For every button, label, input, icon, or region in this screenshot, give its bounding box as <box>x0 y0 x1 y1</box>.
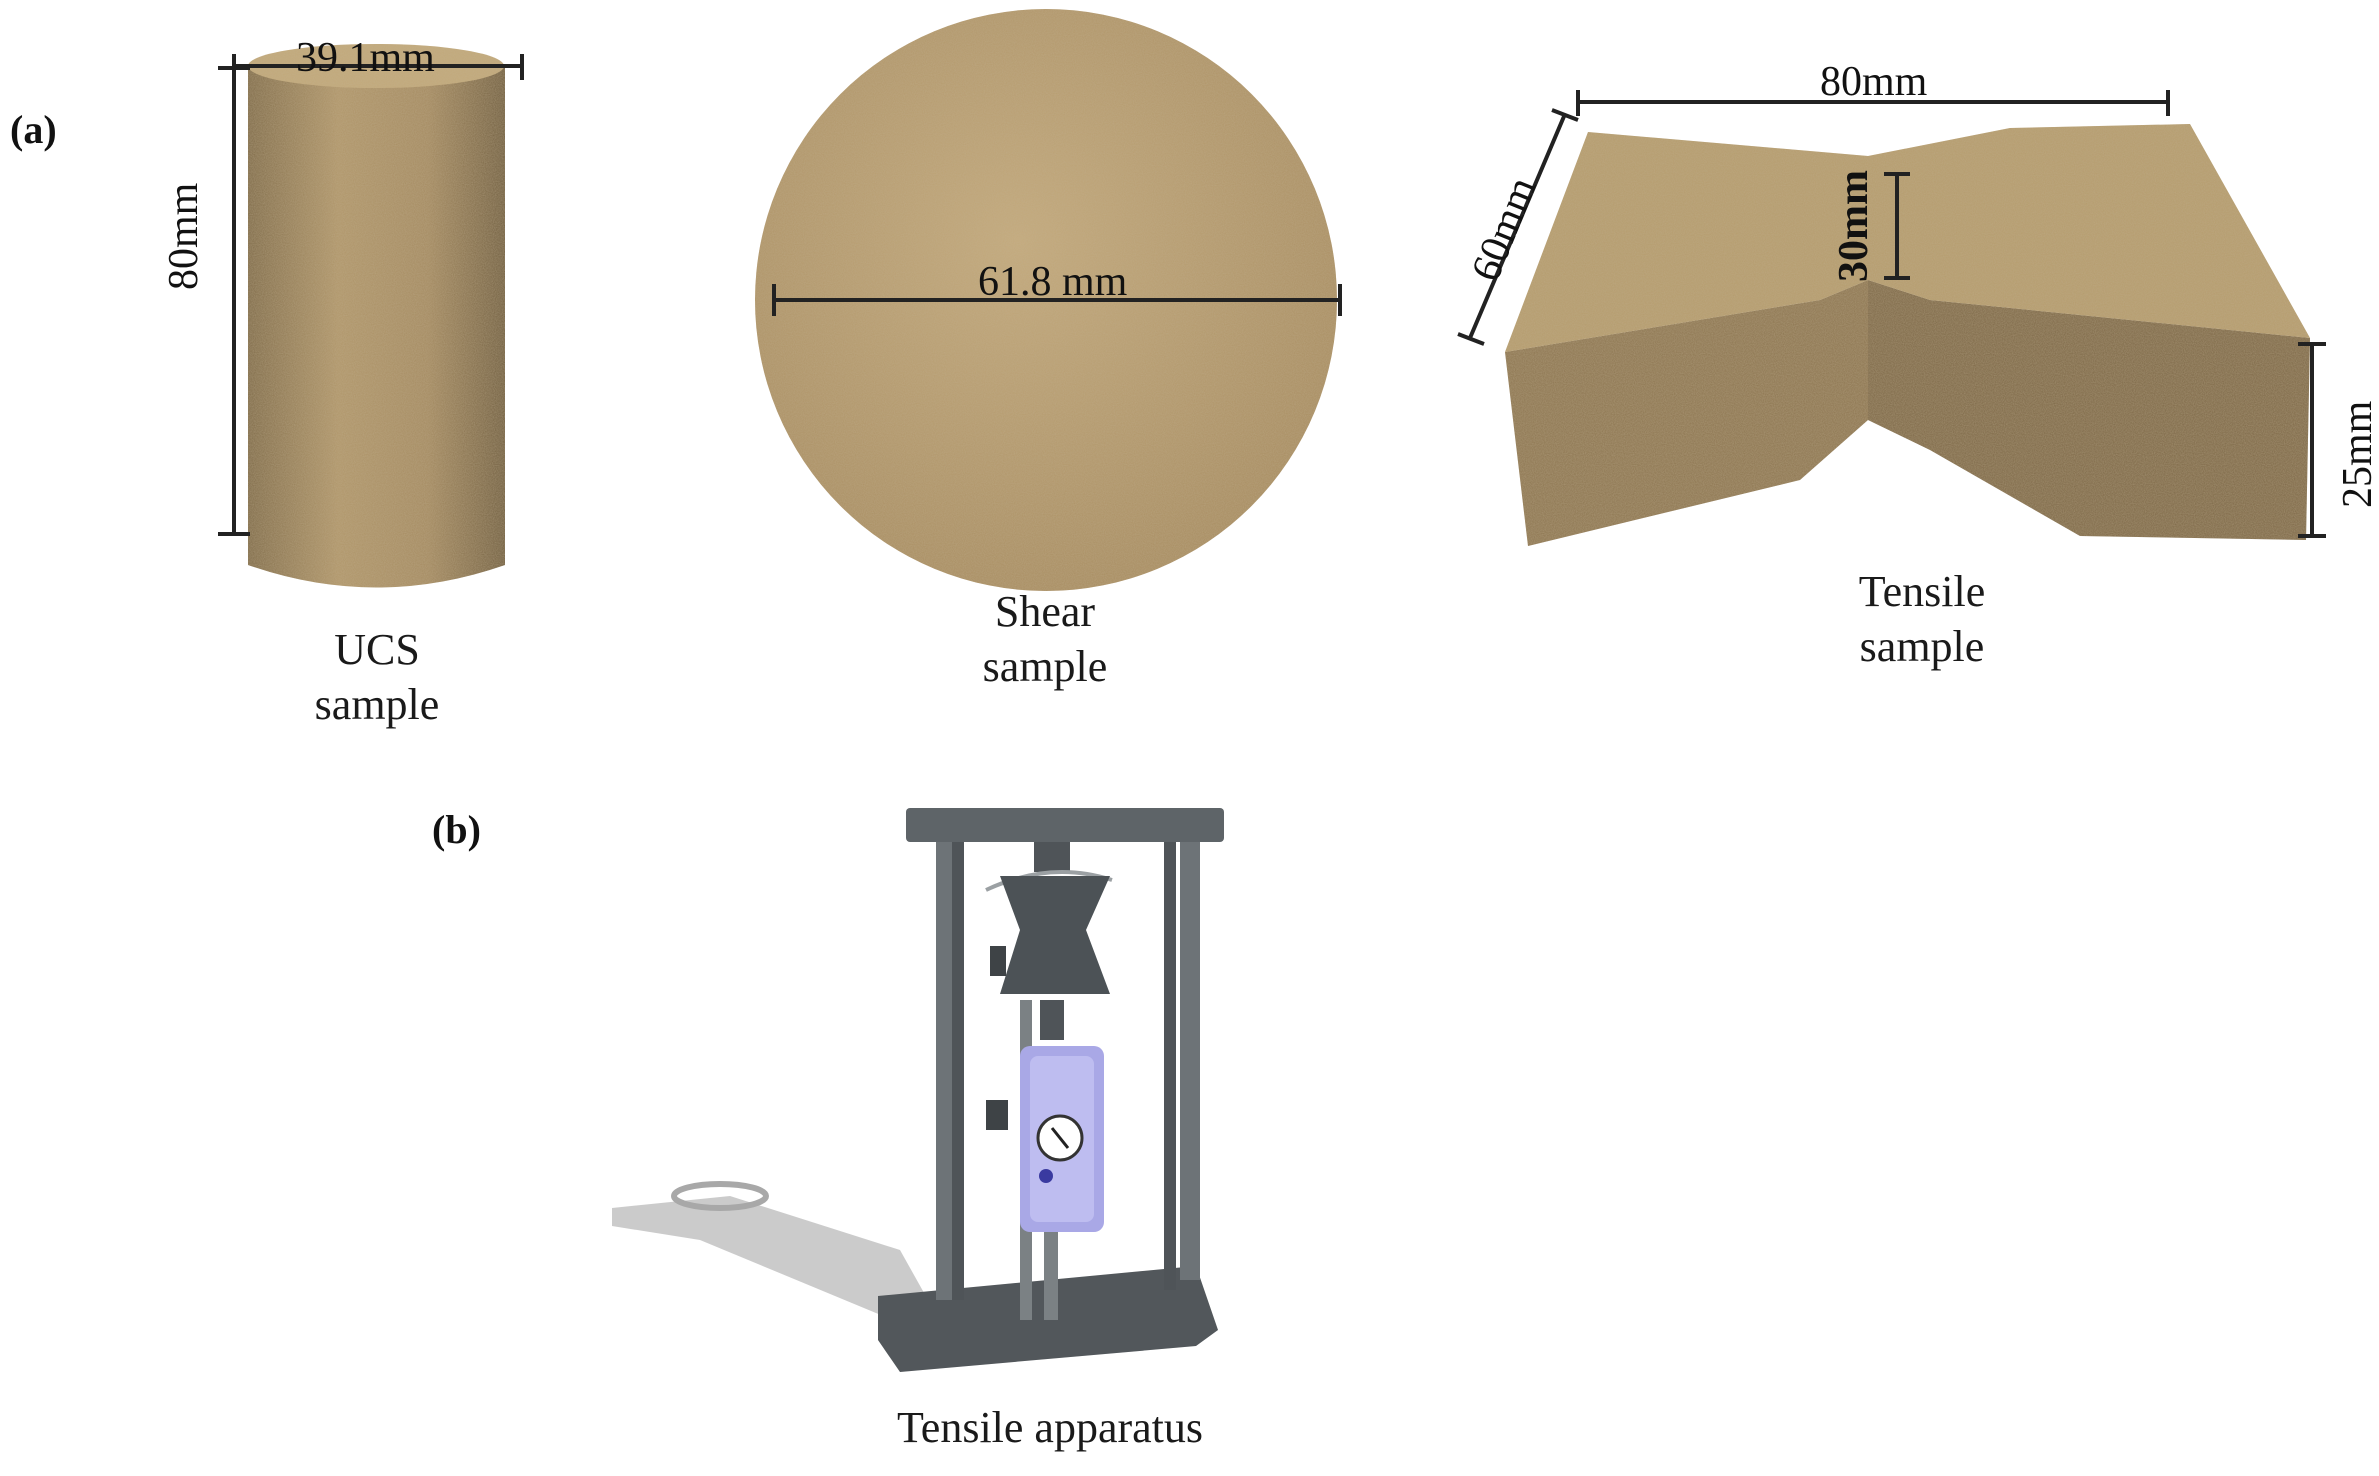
tensile-neck-label: 30mm <box>1831 170 1877 282</box>
tensile-caption: Tensile sample <box>1812 564 2032 674</box>
shear-diameter-label: 61.8 mm <box>978 259 1128 305</box>
panel-label-b: (b) <box>432 807 481 852</box>
tensile-dimension-lines <box>1457 90 2326 538</box>
shear-caption-line1: Shear <box>994 587 1096 636</box>
tensile-caption-line2: sample <box>1859 622 1985 671</box>
tensile-apparatus <box>612 808 1224 1372</box>
ucs-dimension-lines <box>218 54 524 536</box>
panel-label-a: (a) <box>10 107 57 152</box>
tensile-thickness-label: 25mm <box>2335 400 2379 508</box>
ucs-diameter-label: 39.1mm <box>296 35 435 81</box>
ucs-caption-line2: sample <box>314 680 440 729</box>
apparatus-caption: Tensile apparatus <box>896 1403 1204 1452</box>
shear-caption: Shear sample <box>940 584 1150 694</box>
tensile-block <box>1505 124 2310 546</box>
shear-caption-line2: sample <box>982 642 1108 691</box>
tensile-caption-line1: Tensile <box>1858 567 1986 616</box>
shear-dimension-line <box>772 284 1342 316</box>
ucs-cylinder <box>248 44 505 588</box>
tensile-length-label: 80mm <box>1820 59 1928 105</box>
ucs-height-label: 80mm <box>161 182 207 290</box>
ucs-caption-line1: UCS <box>334 625 420 674</box>
ucs-caption: UCS sample <box>272 622 482 732</box>
